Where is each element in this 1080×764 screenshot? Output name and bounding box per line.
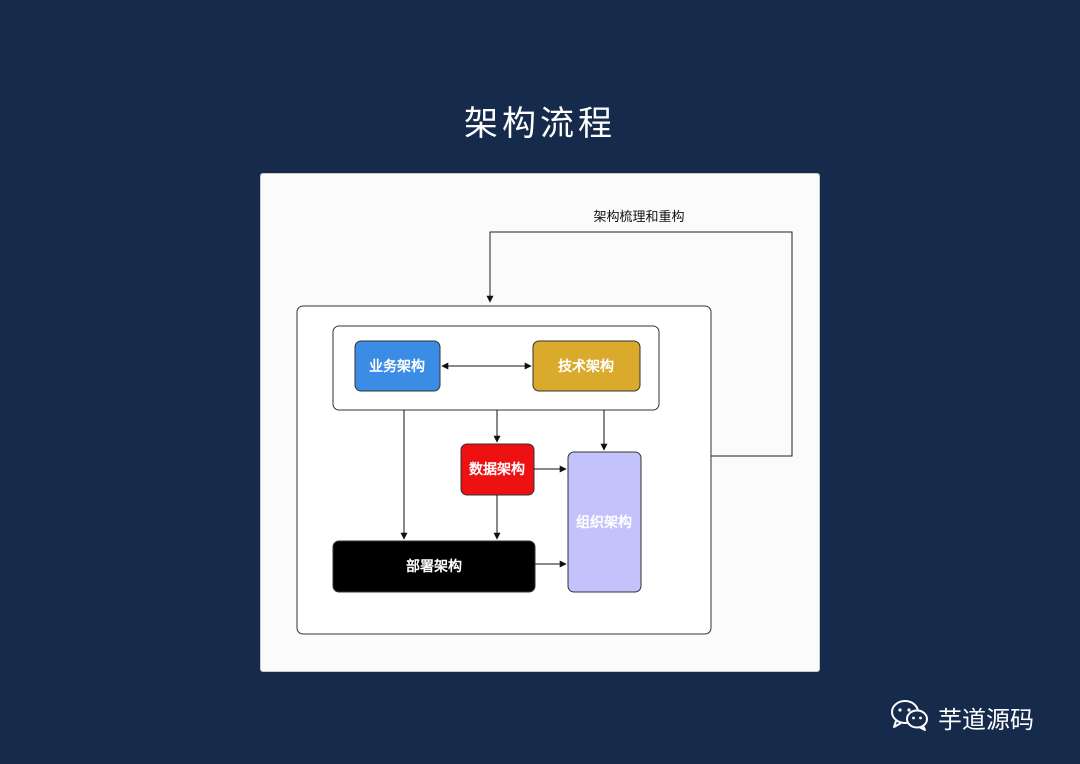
diagram-panel: 架构梳理和重构 业务架构 技术架构 数据架构 组织架构 部署架构 <box>260 173 820 672</box>
loop-arrow <box>486 231 793 457</box>
architecture-flow-diagram: 架构梳理和重构 业务架构 技术架构 数据架构 组织架构 部署架构 <box>296 209 793 635</box>
brand-name: 芋道源码 <box>938 705 1034 734</box>
deployment-node[interactable] <box>332 540 536 593</box>
wechat-icon <box>890 698 930 736</box>
footer-brand: 芋道源码 <box>890 697 1034 737</box>
organization-node-label: 组织架构 <box>576 514 632 531</box>
page-title: 架构流程 <box>464 104 616 144</box>
loop-label: 架构梳理和重构 <box>593 209 684 225</box>
organization-node[interactable] <box>567 451 642 593</box>
data-node-label: 数据架构 <box>469 461 525 478</box>
technical-node-label: 技术架构 <box>558 358 614 375</box>
technical-node[interactable] <box>532 340 641 392</box>
business-node[interactable] <box>354 340 441 392</box>
deployment-node-label: 部署架构 <box>406 558 462 575</box>
business-node-label: 业务架构 <box>369 358 425 375</box>
